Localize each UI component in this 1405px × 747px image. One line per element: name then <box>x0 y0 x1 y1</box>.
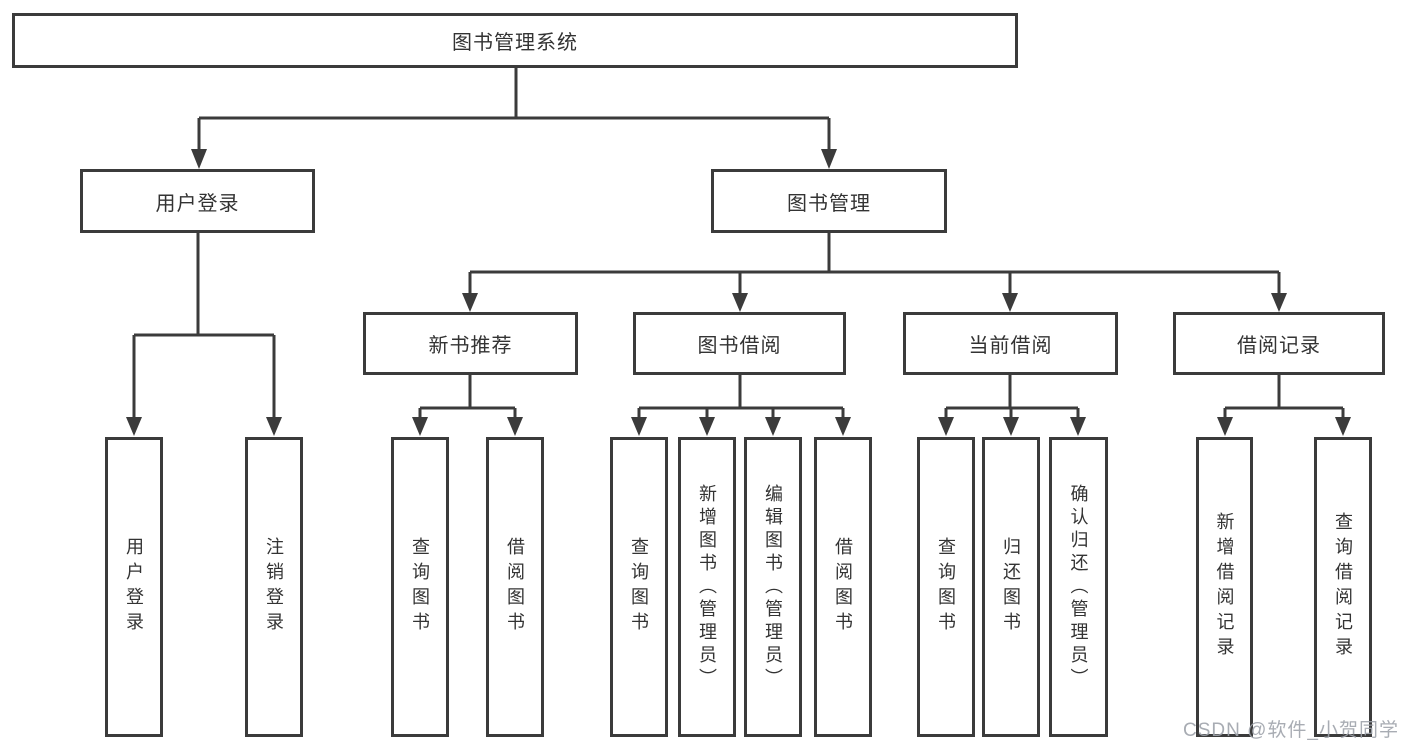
node-label: 新增借阅记录 <box>1214 512 1235 662</box>
leaf-confirm-return-admin: 确认归还（管理员） <box>1049 437 1108 737</box>
leaf-borrow-books-borrowing: 借阅图书 <box>814 437 872 737</box>
node-label: 编辑图书（管理员） <box>763 483 783 691</box>
leaf-edit-book-admin: 编辑图书（管理员） <box>744 437 802 737</box>
node-label: 查询借阅记录 <box>1333 512 1353 662</box>
connector-book-borrowing-children <box>637 375 845 418</box>
arrow-down-icon <box>765 417 781 436</box>
arrow-down-icon <box>462 293 478 312</box>
arrow-down-icon <box>266 417 282 436</box>
arrow-down-icon <box>821 149 837 169</box>
arrow-down-icon <box>1271 293 1287 312</box>
arrow-down-icon <box>732 293 748 312</box>
node-user-login: 用户登录 <box>80 169 315 233</box>
arrow-down-icon <box>1003 417 1019 436</box>
arrow-down-icon <box>835 417 851 436</box>
leaf-add-book-admin: 新增图书（管理员） <box>678 437 736 737</box>
leaf-query-books-recommend: 查询图书 <box>391 437 449 737</box>
node-label: 当前借阅 <box>968 335 1053 357</box>
node-label: 新书推荐 <box>428 335 513 357</box>
arrow-down-icon <box>507 417 523 436</box>
node-label: 用户登录 <box>155 192 240 215</box>
node-label: 确认归还（管理员） <box>1068 483 1089 691</box>
node-label: 借阅记录 <box>1237 335 1321 357</box>
arrow-down-icon <box>126 417 142 436</box>
node-label: 注销登录 <box>264 537 284 637</box>
leaf-query-books-current: 查询图书 <box>917 437 975 737</box>
node-label: 图书管理 <box>787 192 871 215</box>
leaf-add-borrow-record: 新增借阅记录 <box>1196 437 1253 737</box>
node-book-borrowing: 图书借阅 <box>633 312 846 375</box>
arrow-down-icon <box>699 417 715 436</box>
leaf-query-books-borrowing: 查询图书 <box>610 437 668 737</box>
node-label: 归还图书 <box>1001 537 1021 637</box>
leaf-user-login: 用户登录 <box>105 437 163 737</box>
arrow-down-icon <box>1070 417 1086 436</box>
node-library-system: 图书管理系统 <box>12 13 1018 68</box>
node-new-book-recommendation: 新书推荐 <box>363 312 578 375</box>
arrow-down-icon <box>412 417 428 436</box>
node-label: 查询图书 <box>936 537 956 637</box>
node-current-borrowing: 当前借阅 <box>903 312 1118 375</box>
connector-borrowing-records-children <box>1223 375 1345 418</box>
leaf-query-borrow-record: 查询借阅记录 <box>1314 437 1372 737</box>
connector-new-book-children <box>418 375 517 418</box>
node-label: 图书借阅 <box>697 335 782 357</box>
arrow-down-icon <box>1217 417 1233 436</box>
connector-current-borrowing-children <box>944 375 1080 418</box>
node-label: 借阅图书 <box>833 537 853 637</box>
node-borrowing-records: 借阅记录 <box>1173 312 1385 375</box>
arrow-down-icon <box>631 417 647 436</box>
node-label: 借阅图书 <box>505 537 525 637</box>
arrow-down-icon <box>1335 417 1351 436</box>
arrow-down-icon <box>1002 293 1018 312</box>
node-label: 图书管理系统 <box>452 32 578 54</box>
connector-book-management-children <box>468 233 1281 294</box>
node-label: 查询图书 <box>410 537 430 637</box>
node-label: 用户登录 <box>124 537 144 637</box>
arrow-down-icon <box>191 149 207 169</box>
leaf-borrow-books-recommend: 借阅图书 <box>486 437 544 737</box>
connector-user-login-children <box>132 233 276 418</box>
node-label: 查询图书 <box>629 537 649 637</box>
connector-root-to-level2 <box>197 68 831 150</box>
node-label: 新增图书（管理员） <box>697 483 717 691</box>
csdn-watermark: CSDN @软件_小贺同学 <box>1183 720 1399 741</box>
node-book-management: 图书管理 <box>711 169 947 233</box>
leaf-logout: 注销登录 <box>245 437 303 737</box>
leaf-return-book: 归还图书 <box>982 437 1040 737</box>
arrow-down-icon <box>938 417 954 436</box>
